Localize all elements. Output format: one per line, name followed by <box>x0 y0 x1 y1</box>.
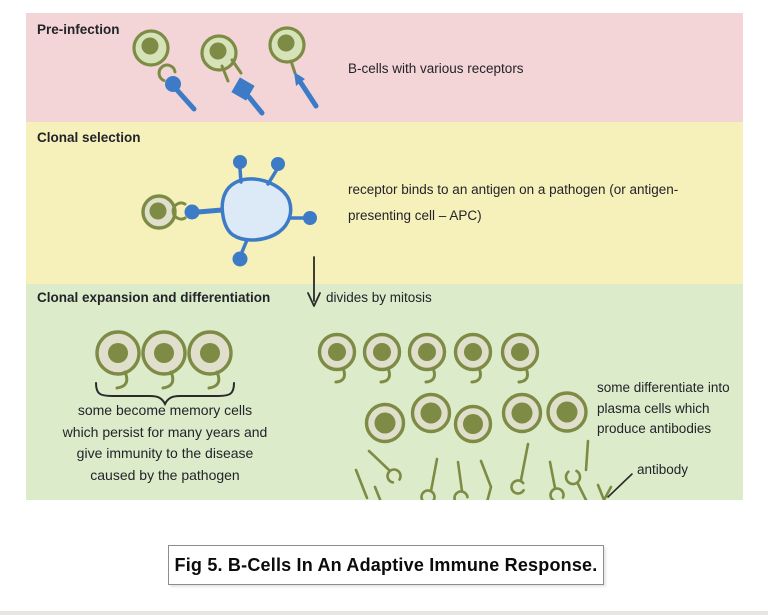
clonal-expansion-title: Clonal expansion and differentiation <box>37 290 271 305</box>
clonal-selection-title: Clonal selection <box>37 130 141 145</box>
daughter-cell <box>317 332 357 384</box>
clonal-selection-note-line2: presenting cell – APC) <box>348 207 482 223</box>
daughter-cell <box>362 332 402 384</box>
memory-cell <box>141 330 187 390</box>
bottom-edge-line <box>0 611 768 615</box>
plasma-cell <box>410 392 452 434</box>
antibody-glyph <box>354 439 613 500</box>
antigen-spike <box>233 155 247 184</box>
clonal-selection-note: receptor binds to an antigen on a pathog… <box>348 177 678 228</box>
b-cell-receptor-2 <box>200 34 243 83</box>
clonal-selection-note-line1: receptor binds to an antigen on a pathog… <box>348 182 679 197</box>
plasma-note-line3: produce antibodies <box>597 421 712 436</box>
b-cell-receptor-1 <box>132 29 177 82</box>
daughter-cell <box>453 332 493 384</box>
plasma-cell <box>364 402 406 444</box>
antigen-square-2 <box>231 77 265 116</box>
daughter-cell <box>407 332 447 384</box>
memory-brace <box>95 382 235 407</box>
plasma-cell <box>453 404 493 444</box>
memory-note-line4: caused by the pathogen <box>90 466 240 483</box>
daughter-cell <box>500 332 540 384</box>
selected-b-cell <box>141 194 187 230</box>
memory-cell <box>187 330 233 390</box>
plasma-cells-note: some differentiate into plasma cells whi… <box>597 378 730 440</box>
figure-caption-text: Fig 5. B-Cells In An Adaptive Immune Res… <box>174 554 598 575</box>
antigen-circle-1 <box>165 76 197 112</box>
antibody-pointer-line <box>607 473 633 498</box>
memory-note-line2: which persist for many years and <box>62 423 268 440</box>
plasma-note-line2: plasma cells which <box>597 400 710 416</box>
pre-infection-title: Pre-infection <box>37 22 120 37</box>
figure-caption-box: Fig 5. B-Cells In An Adaptive Immune Res… <box>168 545 604 585</box>
plasma-cell <box>501 392 543 434</box>
pre-infection-note: B-cells with various receptors <box>348 61 524 76</box>
memory-cell <box>95 330 141 390</box>
bound-antigen <box>184 204 225 220</box>
antibody-label: antibody <box>637 462 689 477</box>
matching-antigen-arrow <box>294 72 319 109</box>
memory-cells-note: some become memory cells which persist f… <box>44 400 286 486</box>
b-cell-receptor-3 <box>268 26 306 75</box>
mitosis-label: divides by mitosis <box>326 290 432 305</box>
pathogen <box>220 155 317 267</box>
antigen-spike <box>288 211 317 225</box>
memory-note-line1: some become memory cells <box>77 402 253 418</box>
plasma-note-line1: some differentiate into <box>597 380 730 395</box>
antigen-spike <box>232 238 249 267</box>
antigen-spike <box>266 157 285 186</box>
plasma-cell <box>546 391 588 433</box>
mitosis-arrow <box>307 256 321 307</box>
memory-note-line3: give immunity to the disease <box>76 445 254 461</box>
